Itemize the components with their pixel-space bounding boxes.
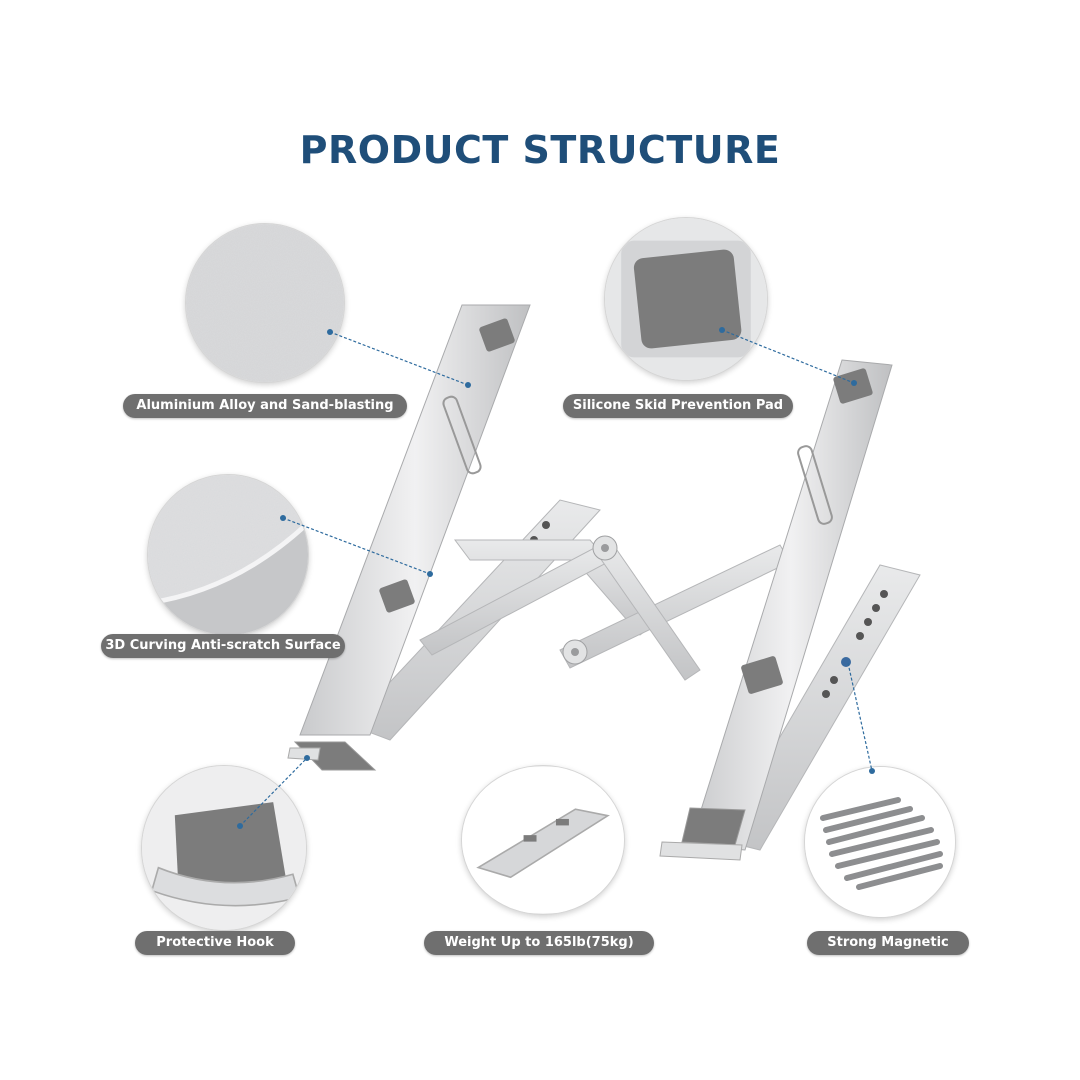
- protective-hook-circle: [141, 765, 307, 931]
- page-title: PRODUCT STRUCTURE: [299, 128, 781, 172]
- sandblast-texture-icon: [186, 224, 344, 382]
- label-silicone-pad: Silicone Skid Prevention Pad: [563, 394, 793, 418]
- magnetic-rods-circle: [804, 766, 956, 918]
- protective-hook-icon: [142, 766, 306, 930]
- label-strong-magnetic: Strong Magnetic: [807, 931, 969, 955]
- anti-scratch-surface-icon: [148, 475, 308, 635]
- silicone-pad-circle: [604, 217, 768, 381]
- sandblast-texture-circle: [185, 223, 345, 383]
- silicone-pad-icon: [605, 218, 767, 380]
- magnet-rods-icon: [805, 767, 955, 917]
- folded-stand-icon: [462, 767, 624, 913]
- label-protective-hook: Protective Hook: [135, 931, 295, 955]
- label-anti-scratch-surface: 3D Curving Anti-scratch Surface: [101, 634, 345, 658]
- anti-scratch-surface-circle: [147, 474, 309, 636]
- label-aluminium-alloy: Aluminium Alloy and Sand-blasting: [123, 394, 407, 418]
- folded-stand-circle: [461, 765, 625, 915]
- label-weight-capacity: Weight Up to 165lb(75kg): [424, 931, 654, 955]
